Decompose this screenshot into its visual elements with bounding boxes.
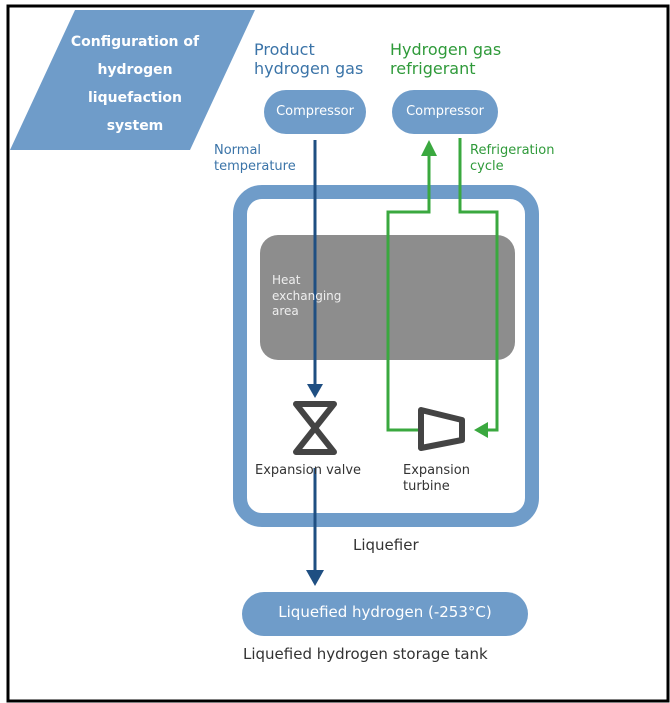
normal-temperature-line-1: Normal bbox=[214, 143, 262, 158]
liquefier-label: Liquefier bbox=[353, 536, 419, 554]
title-banner bbox=[10, 10, 255, 150]
refrigeration-cycle-line-1: Refrigeration bbox=[470, 143, 555, 158]
compressor-left-label: Compressor bbox=[276, 104, 354, 119]
liquefier-box bbox=[233, 185, 539, 527]
product-arrow-lower bbox=[306, 570, 324, 586]
product-arrow-upper bbox=[307, 384, 323, 398]
product-gas-line-2: hydrogen gas bbox=[254, 59, 364, 79]
compressor-right-shape bbox=[392, 90, 498, 134]
expansion-valve-label: Expansion valve bbox=[255, 463, 362, 478]
refrigeration-cycle-label: Refrigeration cycle bbox=[470, 143, 554, 174]
title-line-2: hydrogen bbox=[97, 62, 173, 78]
expansion-valve-top bbox=[293, 401, 337, 431]
normal-temperature-label: Normal temperature bbox=[214, 143, 296, 174]
refrigeration-line-left bbox=[386, 150, 431, 432]
compressor-right-label: Compressor bbox=[406, 104, 484, 119]
expansion-turbine-icon bbox=[418, 407, 465, 451]
product-gas-line-1: Product bbox=[254, 40, 315, 59]
title-line-3: liquefaction bbox=[88, 90, 182, 106]
heat-area-line-1: Heat bbox=[272, 273, 301, 287]
expansion-turbine-line-2: turbine bbox=[403, 478, 450, 494]
outer-frame bbox=[6, 4, 670, 703]
diagram-title: Configuration of hydrogen liquefaction s… bbox=[60, 28, 210, 140]
product-gas-label: Product hydrogen gas bbox=[254, 40, 363, 78]
compressor-left-shape bbox=[264, 90, 366, 134]
title-line-1: Configuration of bbox=[70, 34, 200, 50]
refrigeration-line-right bbox=[458, 138, 499, 432]
refrigerant-gas-line-2: refrigerant bbox=[390, 59, 476, 79]
expansion-valve-bottom bbox=[293, 425, 337, 455]
normal-temperature-line-2: temperature bbox=[214, 158, 296, 174]
expansion-turbine-label: Expansion turbine bbox=[403, 463, 470, 494]
heat-area-line-2: exchanging bbox=[272, 288, 342, 303]
refrigerant-gas-line-1: Hydrogen gas bbox=[390, 40, 502, 59]
heat-area-line-3: area bbox=[272, 304, 299, 319]
refrigeration-arrow-up bbox=[421, 140, 437, 156]
refrigeration-arrow-left bbox=[474, 422, 488, 438]
refrigeration-cycle-line-2: cycle bbox=[470, 158, 504, 174]
liquefied-hydrogen-shape bbox=[242, 592, 528, 636]
refrigerant-gas-label: Hydrogen gas refrigerant bbox=[390, 40, 501, 78]
expansion-turbine-line-1: Expansion bbox=[403, 463, 470, 478]
storage-tank-label: Liquefied hydrogen storage tank bbox=[243, 645, 488, 663]
title-line-4: system bbox=[106, 118, 164, 134]
liquefied-hydrogen-label: Liquefied hydrogen (-253°C) bbox=[278, 603, 492, 621]
heat-area-label: Heat exchanging area bbox=[272, 273, 341, 320]
